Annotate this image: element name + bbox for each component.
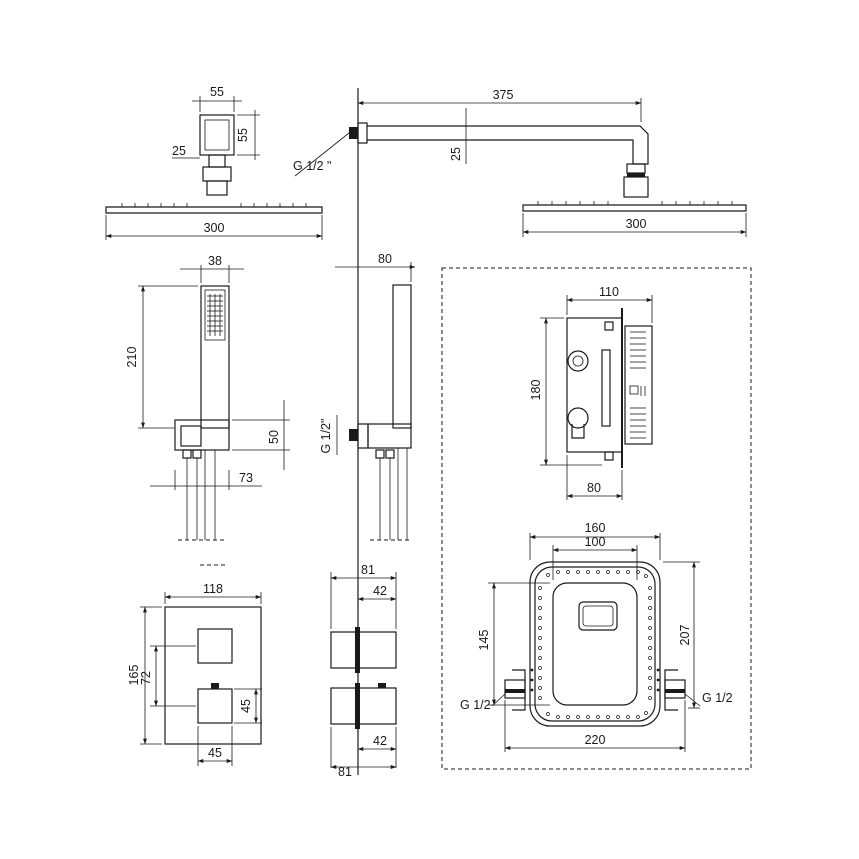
concealed-box-region — [441, 267, 752, 770]
dim-box-height: 180 — [529, 380, 543, 401]
dim-head-width-right: 300 — [626, 217, 647, 231]
head-shower-front-view: 55 55 25 300 — [105, 85, 323, 240]
dim-knob-offset: 72 — [139, 671, 153, 685]
dim-side-total-top: 81 — [361, 563, 375, 577]
hand-shower-nozzles — [207, 294, 223, 336]
dim-side-knob-bottom: 42 — [373, 734, 387, 748]
dim-plate-height: 165 — [127, 665, 141, 686]
thread-frame-right: G 1/2 — [702, 691, 733, 705]
mounting-frame-front-view: 160 100 145 207 220 G 1/2 G 1/2 — [460, 521, 733, 752]
dim-holder-height: 50 — [267, 430, 281, 444]
mixer-side-view: 81 42 42 81 — [330, 563, 397, 779]
dim-holder-depth: 73 — [239, 471, 253, 485]
dim-frame-width: 220 — [585, 733, 606, 747]
box-cover-ribs — [629, 331, 646, 439]
dim-hand-length: 210 — [125, 347, 139, 368]
mixer-plate-front-view: 118 165 72 45 45 — [127, 582, 262, 766]
hand-shower-front-view: 38 210 50 73 — [125, 254, 290, 566]
concealed-box-side-view: 110 180 80 — [529, 285, 653, 500]
dim-frame-outer: 160 — [585, 521, 606, 535]
dim-box-width: 110 — [599, 285, 619, 299]
dim-box-depth: 80 — [587, 481, 601, 495]
dim-arm-offset: 25 — [449, 147, 463, 161]
shower-arm-side-view: 375 25 G 1/2 " 300 — [293, 88, 747, 237]
thread-side-connection: G 1/2" — [319, 418, 333, 453]
dim-side-knob-top: 42 — [373, 584, 387, 598]
dim-side-total-bottom: 81 — [338, 765, 352, 779]
dim-knob-size-horizontal: 45 — [208, 746, 222, 760]
dim-plate-width: 118 — [203, 582, 223, 596]
frame-screw-holes — [538, 570, 652, 719]
dim-arm-length: 375 — [493, 88, 514, 102]
dim-hand-width: 38 — [208, 254, 222, 268]
thread-frame-left: G 1/2 — [460, 698, 491, 712]
nozzle-row-left — [121, 203, 307, 207]
dim-head-width-left: 300 — [204, 221, 225, 235]
dim-head-arm-depth: 25 — [172, 144, 186, 158]
dim-knob-size-vertical: 45 — [239, 699, 253, 713]
nozzle-row-right — [537, 201, 733, 205]
thread-wall-connection: G 1/2 " — [293, 159, 331, 173]
dim-frame-height: 207 — [678, 625, 692, 646]
dim-frame-inner-height: 145 — [477, 630, 491, 651]
dim-side-projection: 80 — [378, 252, 392, 266]
hand-shower-side-view: 80 G 1/2" — [319, 252, 416, 541]
dim-head-arm-height: 55 — [236, 128, 250, 142]
dim-frame-inner: 100 — [585, 535, 606, 549]
dim-head-arm-width: 55 — [210, 85, 224, 99]
